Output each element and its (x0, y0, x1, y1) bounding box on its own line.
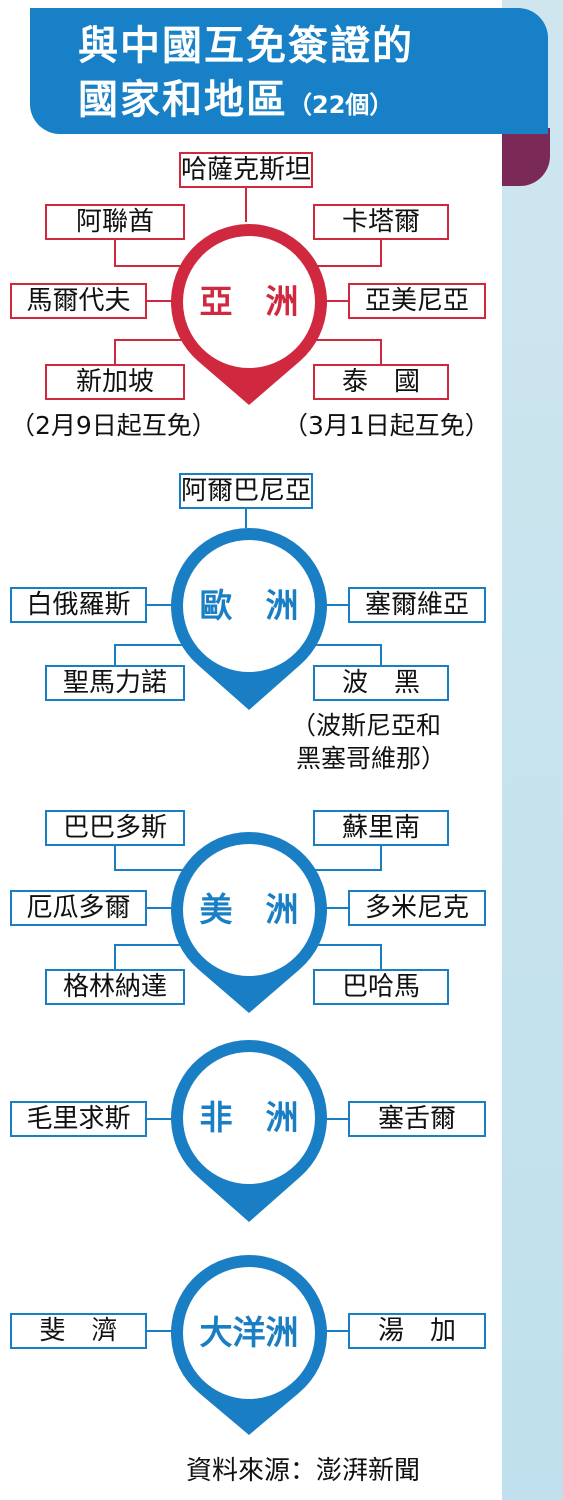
title-count: （22個） (288, 91, 394, 119)
country-box: 白俄羅斯 (10, 587, 147, 623)
country-box: 波 黑 (313, 665, 449, 701)
connector-line (114, 240, 195, 267)
source-credit: 資料來源：澎湃新聞 (186, 1456, 421, 1486)
pin-inner-circle (183, 540, 315, 672)
note-bosnia-line-1: （波斯尼亞和 (291, 711, 442, 740)
connector-line (114, 339, 195, 364)
country-box: 泰 國 (313, 364, 449, 400)
note-singapore: （2月9日起互免） (10, 411, 217, 440)
connector-line (303, 339, 382, 364)
pin-marker (171, 224, 328, 405)
country-box: 巴哈馬 (313, 969, 449, 1005)
note-bosnia-line-2: 黑塞哥維那） (296, 744, 447, 773)
country-box: 馬爾代夫 (10, 283, 147, 319)
region-label: 非 洲 (199, 1098, 299, 1137)
country-box: 塞舌爾 (348, 1101, 486, 1137)
title-line-2-text: 國家和地區 (78, 77, 288, 123)
pin-inner-circle (183, 844, 315, 976)
pins (171, 224, 328, 1435)
country-box: 格林納達 (45, 969, 185, 1005)
pin-inner-circle (183, 1267, 315, 1399)
country-box: 新加坡 (45, 364, 185, 400)
ribbon-fold (502, 128, 550, 186)
country-box: 斐 濟 (10, 1313, 147, 1349)
country-box: 阿聯酋 (45, 204, 185, 240)
note-thailand: （3月1日起互免） (283, 411, 490, 440)
connector-line (303, 944, 382, 969)
country-box: 多米尼克 (348, 890, 486, 926)
connector-line (303, 240, 382, 267)
pin-marker (171, 1040, 328, 1222)
country-box: 聖馬力諾 (45, 665, 185, 701)
connector-lines (114, 188, 382, 1332)
region-label: 歐 洲 (199, 586, 299, 625)
title-banner: 與中國互免簽證的 國家和地區（22個） (30, 8, 548, 134)
region-label: 美 洲 (199, 890, 299, 929)
pin-inner-circle (183, 1052, 315, 1184)
country-box: 巴巴多斯 (45, 810, 185, 846)
pin-marker (171, 1255, 327, 1435)
country-box: 厄瓜多爾 (10, 890, 147, 926)
country-box: 亞美尼亞 (348, 283, 486, 319)
country-box: 毛里求斯 (10, 1101, 147, 1137)
title-line-1: 與中國互免簽證的 (78, 23, 414, 69)
pin-marker (171, 832, 328, 1013)
connector-line (114, 846, 195, 871)
pin-inner-circle (183, 236, 315, 368)
country-box: 塞爾維亞 (348, 587, 486, 623)
connector-line (303, 644, 382, 665)
connector-line (303, 846, 382, 871)
country-box: 蘇里南 (313, 810, 449, 846)
country-box: 湯 加 (348, 1313, 486, 1349)
title-line-2: 國家和地區（22個） (78, 80, 393, 120)
region-label: 亞 洲 (199, 282, 299, 321)
region-label: 大洋洲 (199, 1313, 299, 1352)
connector-line (114, 944, 195, 969)
pin-marker (171, 528, 328, 710)
connector-line (114, 644, 195, 665)
country-box: 阿爾巴尼亞 (179, 473, 313, 509)
country-box: 卡塔爾 (313, 204, 449, 240)
country-box: 哈薩克斯坦 (179, 152, 313, 188)
side-strip (502, 0, 563, 1500)
